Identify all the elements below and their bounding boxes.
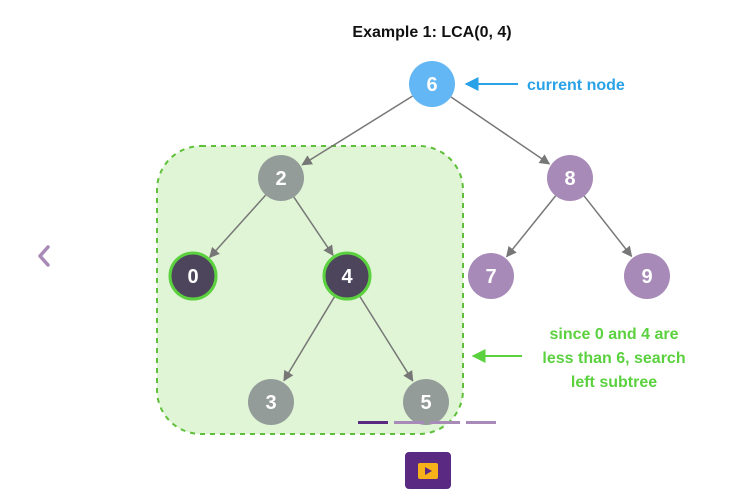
edge-4-3 — [283, 295, 336, 382]
current-node-label: current node — [527, 77, 625, 94]
tree-nodes: 6 2 8 0 4 7 9 3 5 — [168, 61, 670, 425]
edge-8-7 — [506, 195, 557, 258]
tree-node-5: 5 — [403, 379, 449, 425]
play-icon — [425, 466, 432, 475]
tree-node-3: 3 — [248, 379, 294, 425]
edge-2-4 — [293, 196, 334, 257]
search-explanation-line-3: left subtree — [571, 374, 657, 391]
play-button[interactable] — [405, 452, 451, 489]
node-circle — [468, 253, 514, 299]
node-label: 7 — [485, 266, 496, 288]
node-label: 5 — [420, 392, 431, 414]
node-label: 4 — [341, 266, 353, 288]
node-circle — [547, 155, 593, 201]
edge-6-8 — [450, 96, 551, 165]
step-indicator-1[interactable] — [358, 421, 388, 424]
previous-step-button[interactable] — [32, 240, 58, 272]
play-icon-box — [418, 462, 438, 479]
tree-node-0: 0 — [168, 251, 218, 301]
node-circle — [322, 251, 372, 301]
left-subtree-region — [156, 145, 464, 435]
tree-node-8: 8 — [547, 155, 593, 201]
node-circle — [258, 155, 304, 201]
edge-6-2 — [301, 95, 413, 166]
search-explanation-line-2: less than 6, search — [542, 350, 685, 367]
node-circle — [403, 379, 449, 425]
tree-edges — [209, 95, 633, 382]
step-indicator-3[interactable] — [430, 421, 460, 424]
tree-node-6: 6 — [409, 61, 455, 107]
search-explanation-line-1: since 0 and 4 are — [550, 326, 679, 343]
node-circle — [624, 253, 670, 299]
step-indicator-2[interactable] — [394, 421, 424, 424]
edge-2-0 — [209, 194, 267, 259]
node-label: 6 — [426, 74, 437, 96]
node-circle — [409, 61, 455, 107]
node-label: 8 — [564, 168, 575, 190]
diagram-title: Example 1: LCA(0, 4) — [352, 24, 511, 41]
node-label: 0 — [187, 266, 198, 288]
edge-4-5 — [358, 295, 414, 382]
edge-8-9 — [583, 195, 633, 258]
chevron-left-icon — [38, 245, 50, 267]
tree-node-9: 9 — [624, 253, 670, 299]
node-label: 3 — [265, 392, 276, 414]
node-label: 9 — [641, 266, 652, 288]
node-circle — [248, 379, 294, 425]
tree-node-4: 4 — [322, 251, 372, 301]
step-indicator-4[interactable] — [466, 421, 496, 424]
tree-node-2: 2 — [258, 155, 304, 201]
node-circle — [168, 251, 218, 301]
tree-node-7: 7 — [468, 253, 514, 299]
node-label: 2 — [275, 168, 286, 190]
